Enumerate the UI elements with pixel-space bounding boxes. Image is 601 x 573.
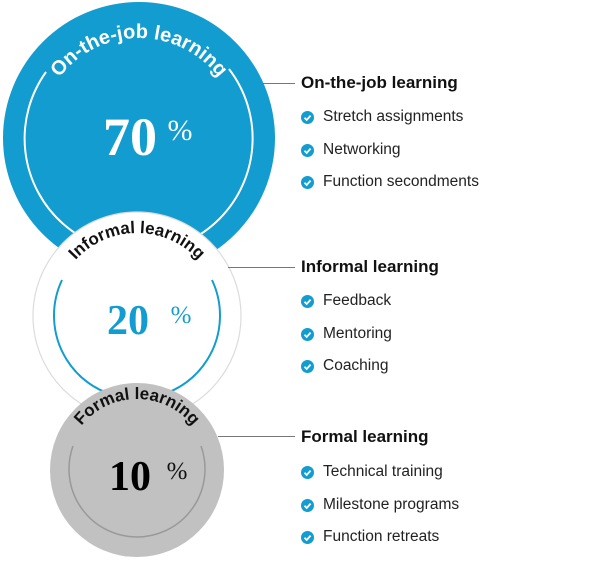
connector-line <box>262 83 295 84</box>
item-label: Coaching <box>323 357 389 374</box>
list-item: Networking <box>301 139 479 172</box>
item-label: Networking <box>323 140 401 158</box>
list-item: Feedback <box>301 290 439 323</box>
item-label: Function secondments <box>323 173 479 190</box>
check-circle-icon <box>301 327 314 341</box>
list-item: Mentoring <box>301 323 439 356</box>
item-label: Mentoring <box>323 324 392 342</box>
formal-circle: Formal learning 10 % <box>50 383 224 557</box>
group-on-the-job: On-the-job learning Stretch assignments … <box>301 72 479 204</box>
list-item: Coaching <box>301 355 439 388</box>
group-formal: Formal learning Technical training Miles… <box>301 426 459 559</box>
percent-70: 70 <box>103 107 157 167</box>
check-circle-icon <box>301 498 314 512</box>
item-label: Feedback <box>323 292 392 309</box>
group-informal: Informal learning Feedback Mentoring Coa… <box>301 256 439 388</box>
check-circle-icon <box>301 143 314 157</box>
group-heading: On-the-job learning <box>301 73 458 92</box>
check-circle-icon <box>301 295 314 308</box>
check-circle-icon <box>301 360 314 373</box>
item-label: Milestone programs <box>323 495 460 513</box>
percent-sign: % <box>167 458 188 485</box>
item-label: Function retreats <box>323 528 440 545</box>
percent-sign: % <box>168 114 193 147</box>
item-label: Technical training <box>323 463 443 480</box>
list-item: Technical training <box>301 461 459 494</box>
check-circle-icon <box>301 466 314 479</box>
percent-20: 20 <box>107 298 149 344</box>
percent-10: 10 <box>109 454 151 500</box>
informal-circle: Informal learning 20 % <box>32 211 242 421</box>
item-label: Stretch assignments <box>323 108 464 125</box>
check-circle-icon <box>301 531 314 544</box>
connector-line <box>228 267 295 268</box>
check-circle-icon <box>301 176 314 189</box>
on-the-job-circle: On-the-job learning 70 % <box>3 2 275 274</box>
list-item: Function secondments <box>301 171 479 204</box>
percent-sign: % <box>171 302 192 329</box>
list-item: Milestone programs <box>301 494 459 527</box>
group-heading: Informal learning <box>301 257 439 276</box>
check-circle-icon <box>301 111 314 124</box>
connector-line <box>218 436 295 437</box>
list-item: Stretch assignments <box>301 106 479 139</box>
group-heading: Formal learning <box>301 427 429 446</box>
list-item: Function retreats <box>301 526 459 559</box>
